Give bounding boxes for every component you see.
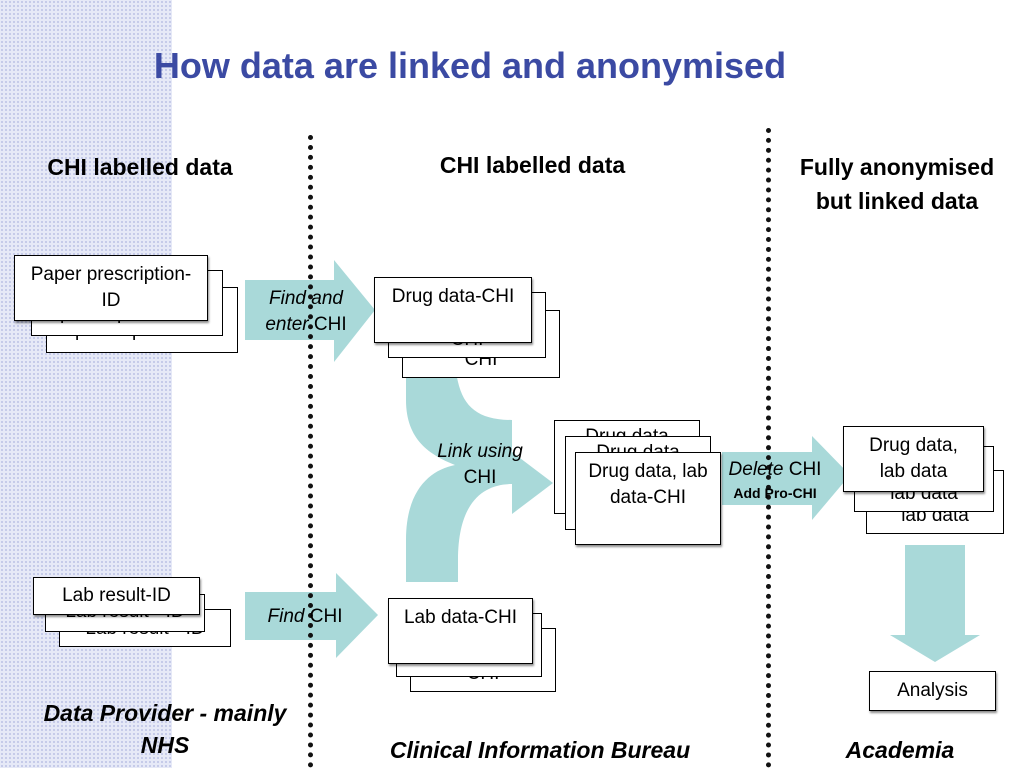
link-plain: CHI bbox=[463, 467, 497, 488]
bureau-footer: Clinical Information Bureau bbox=[389, 737, 691, 763]
delete-arrow bbox=[722, 436, 850, 520]
delete-sub: Add Pro-CHI bbox=[733, 485, 817, 501]
divider-right bbox=[766, 128, 771, 768]
academia-footer: Academia bbox=[845, 737, 955, 763]
delete-label: Delete CHI Add Pro-CHI bbox=[716, 457, 834, 503]
anonymised-card: Drug data, lab data bbox=[843, 426, 984, 492]
lab-result-card: Lab result-ID bbox=[33, 577, 200, 615]
find-italic: Find bbox=[267, 606, 305, 627]
provider-header: CHI labelled data bbox=[47, 154, 233, 180]
find-plain: CHI bbox=[309, 606, 343, 627]
divider-left bbox=[308, 135, 313, 768]
bureau-header: CHI labelled data bbox=[439, 152, 626, 178]
link-arrow bbox=[406, 350, 553, 582]
delete-plain: CHI bbox=[788, 459, 822, 480]
link-italic: Link using bbox=[437, 441, 523, 462]
academia-header: Fully anonymised but linked data bbox=[799, 154, 995, 214]
drug-data-card: Drug data-CHI bbox=[374, 277, 532, 343]
linked-data-card: Drug data, lab data-CHI bbox=[575, 452, 721, 545]
down-arrow bbox=[890, 545, 980, 662]
find-enter-label: Find and enter CHI bbox=[247, 286, 365, 338]
find-enter-italic: Find and enter bbox=[265, 288, 343, 335]
analysis-card: Analysis bbox=[869, 671, 996, 711]
provider-footer: Data Provider - mainly NHS bbox=[43, 700, 287, 758]
page-title: How data are linked and anonymised bbox=[153, 45, 787, 86]
delete-italic: Delete bbox=[728, 459, 784, 480]
left-dotted-stripe bbox=[0, 0, 172, 768]
find-enter-plain: CHI bbox=[313, 314, 347, 335]
lab-data-card: Lab data-CHI bbox=[388, 598, 533, 664]
find-label: Find CHI bbox=[250, 604, 360, 630]
paper-prescription-card: Paper prescription-ID bbox=[14, 255, 208, 321]
